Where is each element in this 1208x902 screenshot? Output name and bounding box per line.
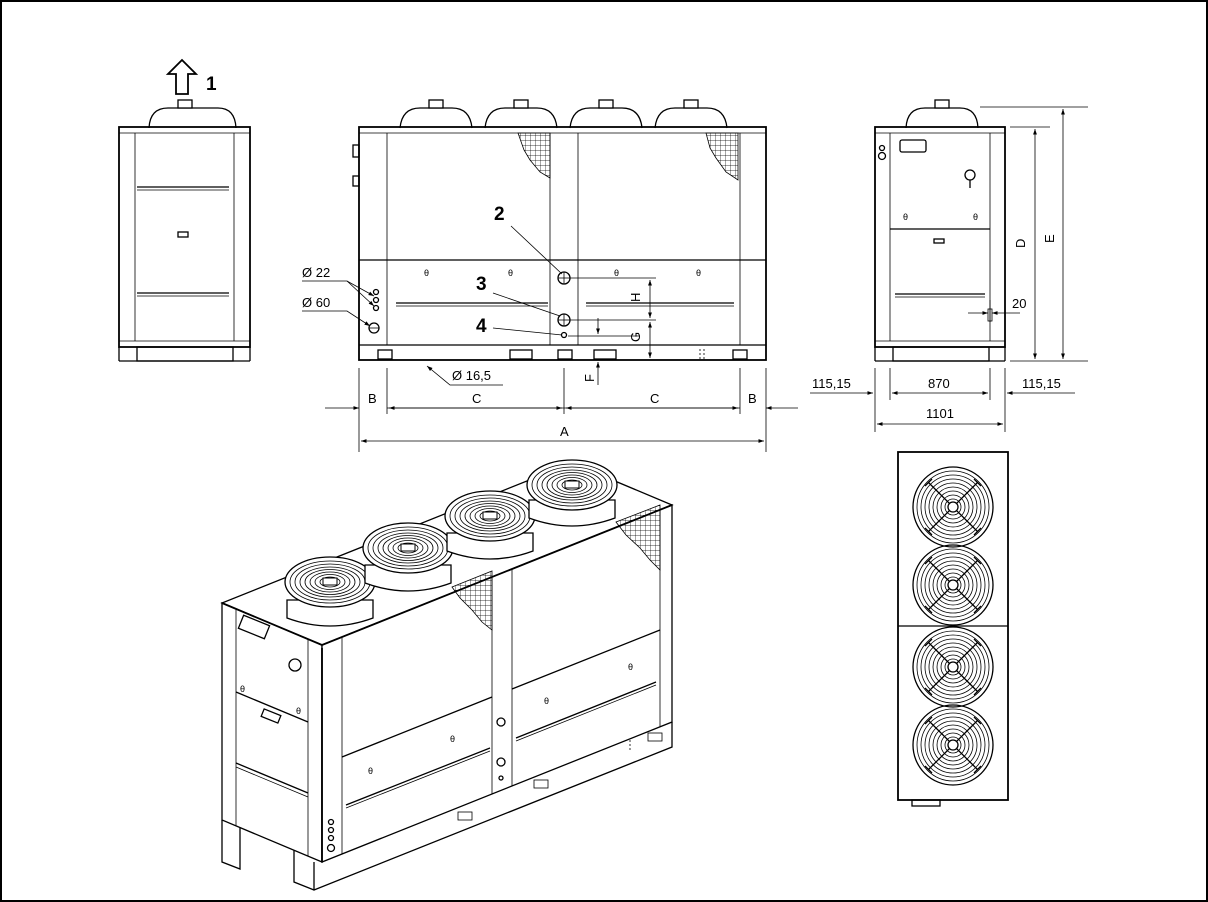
- iso-theta-6: θ: [628, 662, 633, 672]
- fan-icon: [284, 556, 376, 608]
- dim-H: H: [628, 293, 643, 302]
- right-vertical-dims: [968, 106, 1088, 362]
- front-theta-4: θ: [696, 268, 701, 278]
- dim-1101: 1101: [926, 406, 954, 421]
- dim-B-right: B: [748, 391, 757, 406]
- dim-20: 20: [1012, 296, 1026, 311]
- isometric-view: θ θ θ θ θ θ: [220, 462, 674, 891]
- iso-theta-3: θ: [368, 766, 373, 776]
- callout-4: 4: [476, 316, 487, 337]
- iso-theta-5: θ: [544, 696, 549, 706]
- dim-115-left: 115,15: [812, 376, 851, 391]
- iso-theta-1: θ: [240, 684, 245, 694]
- right-side-view: θ θ: [874, 99, 1006, 362]
- front-view: θ θ θ θ: [352, 99, 767, 361]
- front-theta-2: θ: [508, 268, 513, 278]
- fan-icon: [912, 466, 994, 548]
- callout-2: 2: [494, 204, 505, 225]
- dim-E: E: [1042, 234, 1057, 243]
- isometric-fans: [284, 459, 618, 627]
- callout-1: 1: [206, 74, 217, 95]
- iso-theta-4: θ: [450, 734, 455, 744]
- front-theta-3: θ: [614, 268, 619, 278]
- dim-C-right: C: [650, 391, 659, 406]
- dim-A: A: [560, 424, 569, 439]
- dim-D: D: [1013, 239, 1028, 248]
- iso-theta-2: θ: [296, 706, 301, 716]
- air-outlet-arrow-icon: [165, 58, 199, 95]
- callout-3: 3: [476, 274, 487, 295]
- fan-icon: [912, 626, 994, 708]
- fan-icon: [912, 704, 994, 786]
- dim-B-left: B: [368, 391, 377, 406]
- fan-icon: [444, 490, 536, 542]
- pipe-label-d60: Ø 60: [302, 295, 330, 310]
- right-theta-2: θ: [973, 212, 978, 222]
- dim-C-left: C: [472, 391, 481, 406]
- front-theta-1: θ: [424, 268, 429, 278]
- right-theta-1: θ: [903, 212, 908, 222]
- right-horizontal-dims: [810, 368, 1075, 432]
- front-horizontal-dims: [325, 368, 798, 452]
- pipe-label-d165: Ø 16,5: [452, 368, 491, 383]
- dim-115-right: 115,15: [1022, 376, 1061, 391]
- side-connections: [368, 288, 380, 334]
- fan-icon: [362, 522, 454, 574]
- front-vertical-dims: [568, 277, 656, 385]
- dim-870: 870: [928, 376, 950, 391]
- pipe-label-d22: Ø 22: [302, 265, 330, 280]
- fan-icon: [912, 544, 994, 626]
- top-view: [897, 451, 1009, 807]
- front-fan-shrouds: [399, 99, 728, 129]
- dim-F: F: [582, 374, 597, 382]
- fan-icon: [526, 459, 618, 511]
- dim-G: G: [628, 332, 643, 342]
- left-side-view: [118, 99, 251, 362]
- base-slots: [377, 349, 748, 360]
- pipe-connection-2: [557, 271, 571, 285]
